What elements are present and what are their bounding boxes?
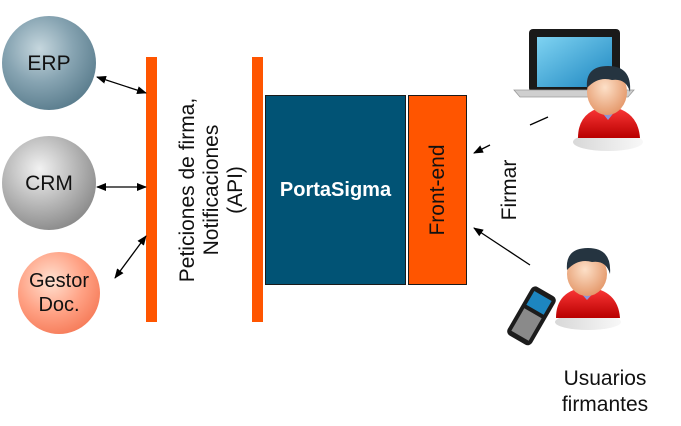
portasigma-box: PortaSigma [265,95,406,285]
portasigma-label: PortaSigma [279,178,392,201]
mobile-phone-icon [507,286,556,346]
gestor-api-arrow [114,235,147,279]
gestor-doc-node: Gestor Doc. [18,252,100,334]
frontend-box: Front-end [408,95,467,285]
api-bar-right [252,57,263,322]
laptop-user-line [529,116,549,126]
gestor-label-line1: Gestor [28,270,90,292]
crm-node: CRM [2,136,96,230]
users-label: Usuarios firmantes [540,366,670,418]
laptop-user-arrow [473,144,491,154]
crm-label: CRM [25,171,73,195]
erp-node: ERP [2,16,96,110]
user-icon-laptop [573,66,643,151]
erp-label: ERP [27,51,71,75]
erp-api-arrow [96,75,147,95]
users-label-line2: firmantes [561,393,649,416]
mobile-user-arrow [473,227,531,266]
gestor-label-line2: Doc. [38,294,80,316]
users-label-line1: Usuarios [563,367,647,390]
user-icon-mobile [555,248,621,330]
api-bar-left [146,57,157,322]
